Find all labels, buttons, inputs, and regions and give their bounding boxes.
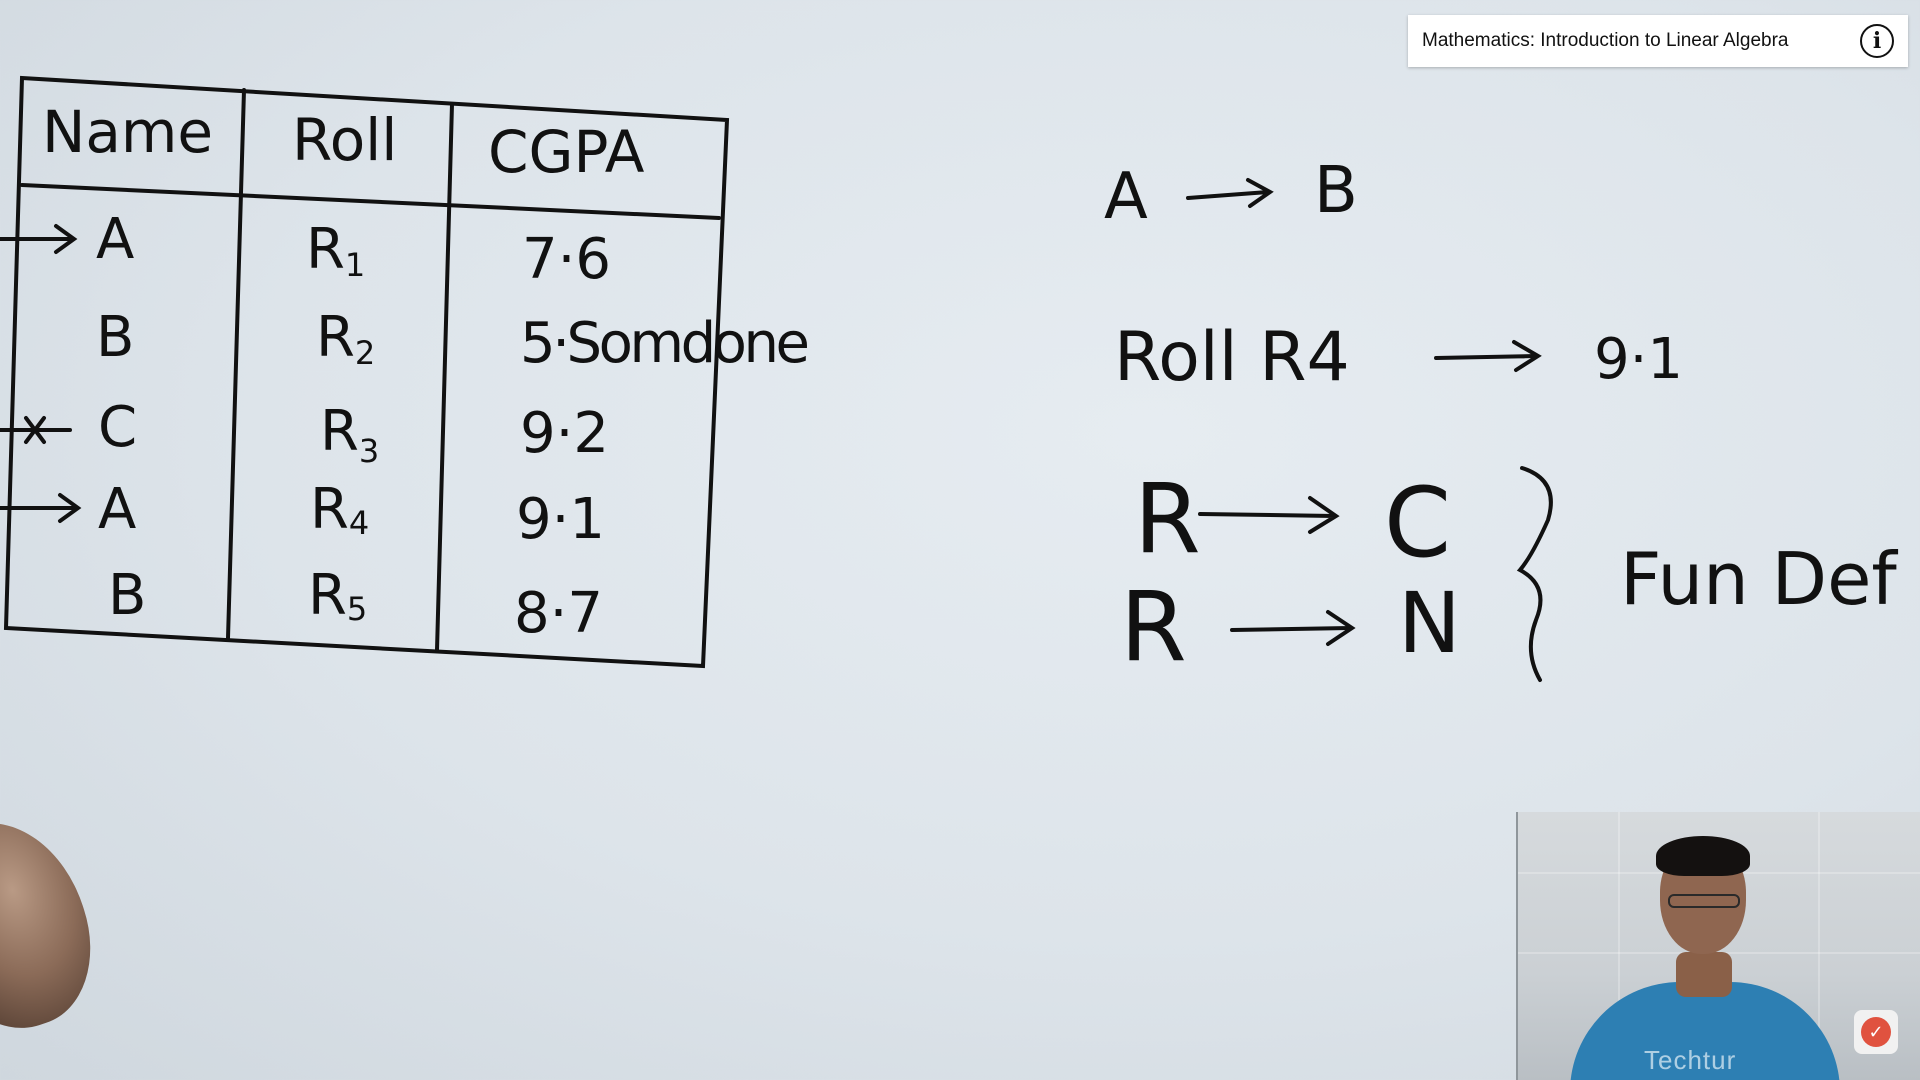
- header-name: Name: [42, 98, 213, 166]
- notes: A B Roll R4 9·1 R C R N Fun Def: [1104, 154, 1898, 683]
- brace-shape: [1516, 466, 1553, 682]
- note-b: B: [1314, 154, 1358, 228]
- arrow-icon: [1186, 178, 1274, 208]
- webcam-overlay: Techtur ✓: [1516, 812, 1920, 1080]
- arrow-icon: [1434, 340, 1542, 372]
- table-row: A R1 7·6: [96, 207, 611, 292]
- wall-tile: [1818, 812, 1820, 1080]
- note-fun-def: Fun Def: [1620, 537, 1898, 621]
- video-info-bar[interactable]: Mathematics: Introduction to Linear Alge…: [1408, 15, 1908, 67]
- note-value: 9·1: [1594, 327, 1683, 392]
- header-roll: Roll: [292, 106, 397, 174]
- cell-roll: R4: [310, 477, 369, 542]
- cell-name: C: [98, 395, 137, 460]
- wall-tile: [1618, 812, 1620, 1080]
- table-row: C R3 9·2: [98, 395, 609, 470]
- cell-roll: R2: [316, 305, 375, 372]
- arrow-icon: [1198, 496, 1340, 534]
- table-row: B R2 5·Somdone: [96, 305, 810, 376]
- row-marker-arrow: [0, 224, 78, 254]
- cell-name: A: [96, 207, 134, 272]
- presenter-glasses: [1668, 894, 1740, 908]
- cell-cgpa: 5·Somdone: [520, 311, 810, 376]
- channel-badge-icon: ✓: [1854, 1010, 1898, 1054]
- note-r1: R: [1134, 463, 1201, 575]
- video-title[interactable]: Mathematics: Introduction to Linear Alge…: [1422, 30, 1789, 51]
- header-cgpa: CGPA: [488, 118, 645, 186]
- cell-roll: R3: [320, 399, 379, 470]
- row-marker-arrow: [0, 493, 82, 523]
- cell-cgpa: 7·6: [522, 227, 611, 292]
- cell-roll: R1: [306, 217, 365, 284]
- table-rows: A R1 7·6 B R2 5·Somdone C R3 9·2 A R4 9·…: [96, 207, 810, 646]
- cell-name: B: [96, 305, 134, 370]
- table-grid: [3, 75, 730, 669]
- cell-name: A: [98, 477, 136, 542]
- shirt-logo: Techtur: [1644, 1045, 1737, 1075]
- presenter-neck: [1676, 952, 1732, 997]
- table-header: Name Roll CGPA: [42, 98, 645, 186]
- table-row: B R5 8·7: [108, 563, 603, 646]
- arrow-icon: [1230, 610, 1356, 646]
- note-r2: R: [1120, 571, 1187, 683]
- row-markers: [0, 224, 82, 523]
- table-row: A R4 9·1: [98, 477, 605, 552]
- row-marker-cross: [0, 416, 72, 444]
- cell-name: B: [108, 563, 146, 628]
- note-n: N: [1398, 574, 1461, 672]
- presenter-hair: [1656, 836, 1750, 876]
- note-roll-r4: Roll R4: [1114, 318, 1350, 397]
- info-icon[interactable]: i: [1860, 24, 1894, 58]
- cell-cgpa: 9·2: [520, 401, 609, 466]
- note-a: A: [1104, 160, 1148, 234]
- cell-cgpa: 8·7: [514, 581, 603, 646]
- cell-cgpa: 9·1: [516, 487, 605, 552]
- note-c: C: [1384, 467, 1451, 579]
- cell-roll: R5: [308, 563, 367, 628]
